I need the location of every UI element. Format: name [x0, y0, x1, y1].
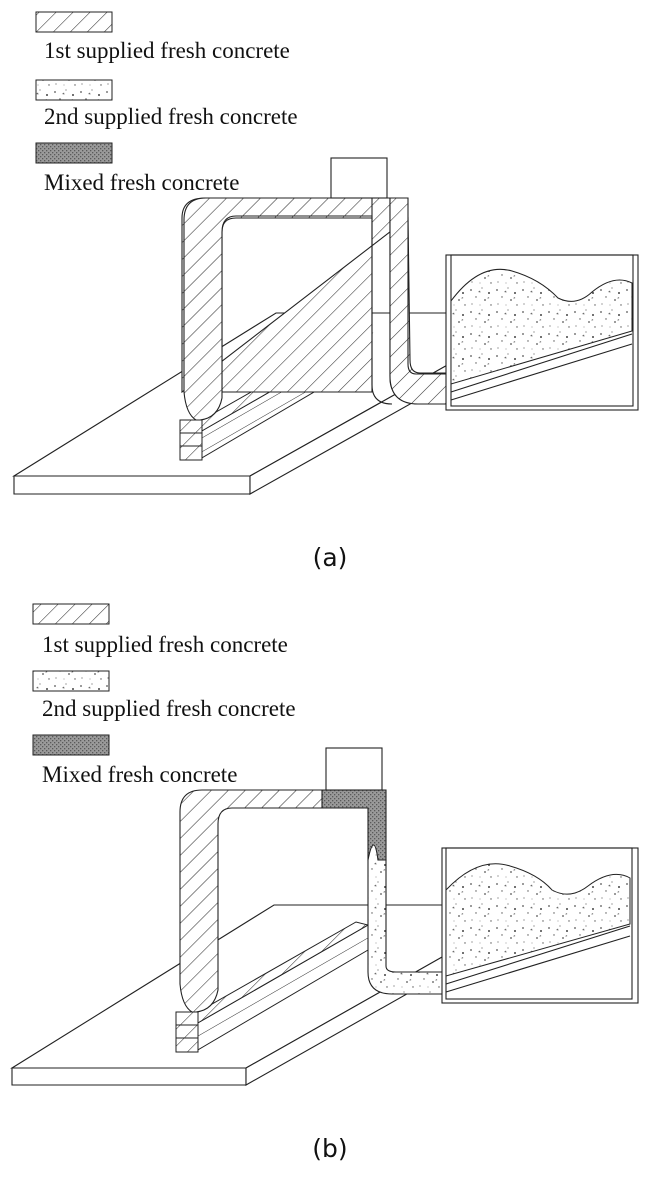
u-pipe-b [179, 747, 447, 1013]
specimen-bar [182, 921, 370, 1052]
legend-b: 1st supplied fresh concrete 2nd supplied… [32, 603, 296, 787]
legend-label-2nd: 2nd supplied fresh concrete [44, 104, 298, 129]
u-pipe-a [181, 157, 455, 421]
panel-b: 1st supplied fresh concrete 2nd supplied… [10, 603, 639, 1163]
legend-label-1st: 1st supplied fresh concrete [44, 38, 290, 63]
legend-swatch-dots [32, 670, 110, 692]
legend-label-1st: 1st supplied fresh concrete [42, 632, 288, 657]
hopper-a [445, 254, 639, 411]
legend-swatch-mixed [32, 734, 110, 756]
end-mold [179, 419, 203, 461]
caption-a: (a) [313, 543, 348, 572]
hopper-b [441, 847, 639, 1004]
end-mold [175, 1011, 199, 1053]
legend-swatch-dots [35, 79, 113, 101]
legend-swatch-hatch [35, 11, 113, 33]
panel-a: 1st supplied fresh concrete 2nd supplied… [12, 11, 639, 572]
legend-label-2nd: 2nd supplied fresh concrete [42, 696, 296, 721]
legend-swatch-mixed [35, 142, 113, 164]
legend-label-mixed: Mixed fresh concrete [42, 762, 237, 787]
legend-a: 1st supplied fresh concrete 2nd supplied… [35, 11, 298, 195]
caption-b: (b) [312, 1134, 347, 1163]
legend-swatch-hatch [32, 603, 110, 625]
legend-label-mixed: Mixed fresh concrete [44, 170, 239, 195]
